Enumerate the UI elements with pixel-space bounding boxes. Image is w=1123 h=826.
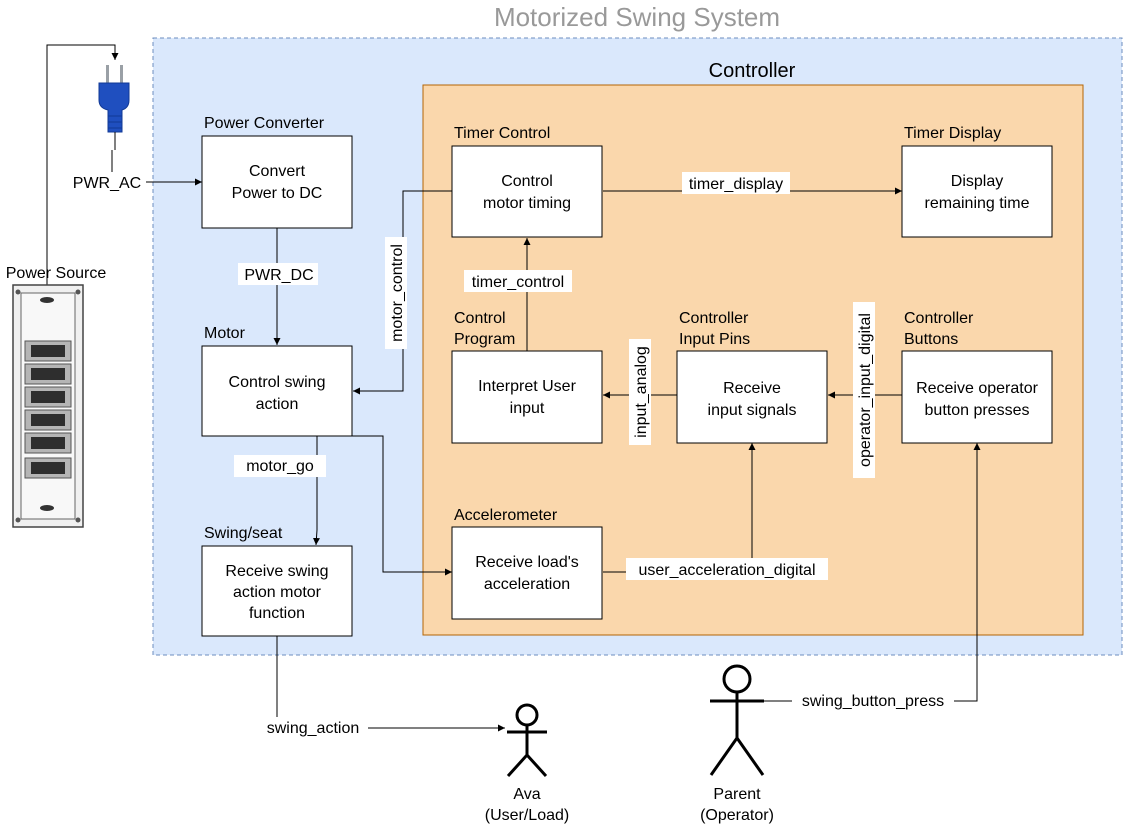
accelerometer-header: Accelerometer	[454, 507, 558, 524]
control-program-block: Control Program Interpret User input	[451, 310, 603, 444]
svg-text:button presses: button presses	[925, 402, 1030, 419]
svg-text:action: action	[256, 396, 299, 413]
svg-text:input signals: input signals	[708, 402, 797, 419]
svg-text:action motor: action motor	[233, 584, 322, 601]
controller-buttons-header: Controller	[904, 310, 974, 327]
svg-text:Receive operator: Receive operator	[916, 380, 1039, 397]
svg-text:Convert: Convert	[249, 163, 306, 180]
power-strip-icon	[12, 284, 84, 528]
power-source-label: Power Source	[6, 265, 107, 282]
controller-title: Controller	[709, 60, 796, 82]
controller-input-pins-block: Controller Input Pins Receive input sign…	[676, 310, 828, 444]
svg-text:Display: Display	[951, 173, 1003, 190]
timer-control-header: Timer Control	[454, 125, 550, 142]
swing-button-press-label: swing_button_press	[802, 693, 944, 710]
timer-control-block: Timer Control Control motor timing	[451, 125, 603, 238]
ava-role: (User/Load)	[485, 807, 569, 824]
motor-header: Motor	[204, 325, 246, 342]
svg-text:Input Pins: Input Pins	[679, 331, 750, 348]
timer-display-label: timer_display	[689, 176, 783, 193]
svg-text:acceleration: acceleration	[484, 576, 570, 593]
input-analog-label: input_analog	[633, 346, 650, 438]
svg-text:function: function	[249, 605, 305, 622]
pwr-ac-label: PWR_AC	[73, 175, 141, 192]
ava-name: Ava	[513, 786, 540, 803]
plug-icon	[98, 65, 130, 150]
stick-figure-icon	[709, 664, 765, 776]
timer-display-header: Timer Display	[904, 125, 1001, 142]
motor-to-accelerometer-connector	[340, 435, 452, 576]
svg-text:input: input	[510, 400, 545, 417]
svg-text:Receive load's: Receive load's	[475, 554, 579, 571]
accelerometer-block: Accelerometer Receive load's acceleratio…	[451, 507, 603, 620]
parent-role: (Operator)	[700, 807, 774, 824]
svg-text:remaining time: remaining time	[925, 195, 1030, 212]
svg-text:Control swing: Control swing	[229, 374, 326, 391]
swing-seat-block: Swing/seat Receive swing action motor fu…	[201, 525, 353, 637]
motor-go-label: motor_go	[246, 458, 314, 475]
svg-text:Interpret User: Interpret User	[478, 378, 576, 395]
power-converter-header: Power Converter	[204, 115, 325, 132]
timer-control-label: timer_control	[472, 274, 564, 291]
svg-text:Receive swing: Receive swing	[225, 563, 328, 580]
timer-display-block: Timer Display Display remaining time	[901, 125, 1053, 238]
outlet-socket-icon	[31, 437, 65, 449]
stick-figure-icon	[506, 703, 548, 778]
svg-text:Power to DC: Power to DC	[232, 185, 323, 202]
parent-name: Parent	[713, 786, 761, 803]
swing-seat-header: Swing/seat	[204, 525, 283, 542]
power-converter-block: Power Converter Convert Power to DC	[201, 115, 353, 229]
swing-action-label: swing_action	[267, 720, 360, 737]
control-program-header: Control	[454, 310, 506, 327]
svg-text:Control: Control	[501, 173, 553, 190]
svg-text:Receive: Receive	[723, 380, 781, 397]
motor-block: Motor Control swing action	[201, 325, 353, 437]
ava-actor: Ava (User/Load)	[485, 703, 569, 824]
plug-cord	[46, 44, 119, 285]
operator-input-digital-label: operator_input_digital	[857, 313, 874, 467]
svg-text:motor timing: motor timing	[483, 195, 571, 212]
svg-text:Program: Program	[454, 331, 515, 348]
motor-control-label: motor_control	[389, 244, 406, 342]
controller-input-pins-header: Controller	[679, 310, 749, 327]
diagram-title: Motorized Swing System	[494, 2, 780, 32]
svg-text:Buttons: Buttons	[904, 331, 958, 348]
user-acceleration-label: user_acceleration_digital	[639, 562, 816, 579]
outlet-socket-icon	[31, 414, 65, 426]
parent-actor: Parent (Operator)	[700, 664, 774, 824]
pwr-dc-label: PWR_DC	[244, 267, 313, 284]
outlet-socket-icon	[31, 391, 65, 403]
controller-buttons-block: Controller Buttons Receive operator butt…	[901, 310, 1053, 444]
outlet-socket-icon	[31, 462, 65, 474]
outlet-socket-icon	[31, 368, 65, 380]
outlet-socket-icon	[31, 345, 65, 357]
